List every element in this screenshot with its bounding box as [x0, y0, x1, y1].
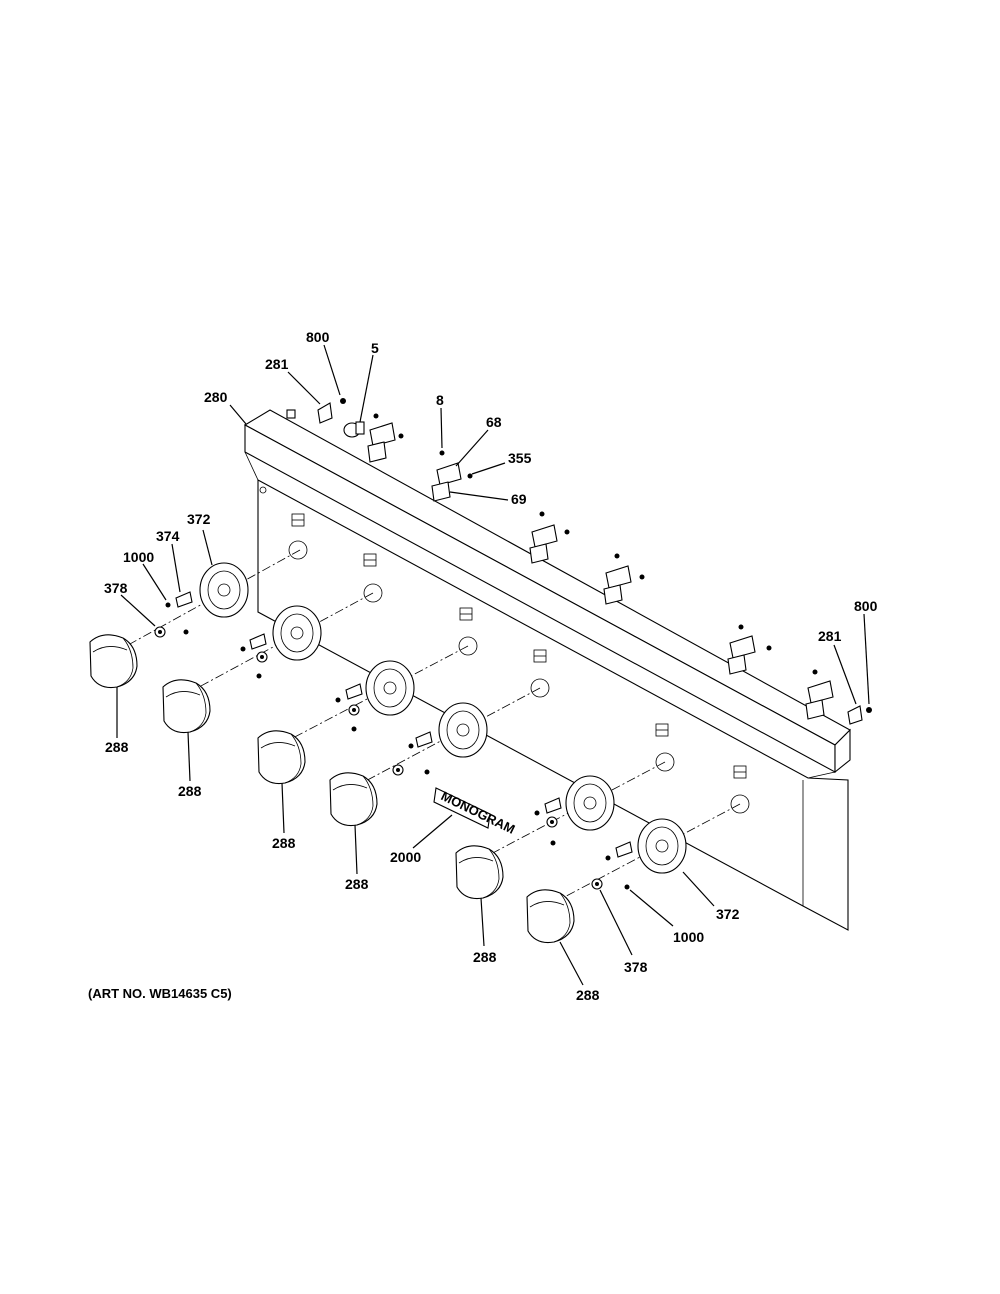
callouts: 800 5 281 280 8 68 355 69 372 374 1000 3… — [104, 329, 878, 1003]
callout-355: 355 — [508, 450, 532, 466]
callout-378-left: 378 — [104, 580, 128, 596]
badge-text: MONOGRAM — [439, 788, 518, 837]
screws-1000 — [165, 602, 630, 890]
callout-8: 8 — [436, 392, 444, 408]
callout-68: 68 — [486, 414, 502, 430]
control-panel-280 — [243, 409, 851, 931]
callout-69: 69 — [511, 491, 527, 507]
callout-374: 374 — [156, 528, 180, 544]
callout-5: 5 — [371, 340, 379, 356]
callout-288-6: 288 — [576, 987, 600, 1003]
callout-1000-left: 1000 — [123, 549, 154, 565]
callout-288-4: 288 — [345, 876, 369, 892]
callout-281-right: 281 — [818, 628, 842, 644]
callout-372-left: 372 — [187, 511, 211, 527]
nuts-378 — [154, 626, 603, 890]
callout-2000: 2000 — [390, 849, 421, 865]
callout-378-right: 378 — [624, 959, 648, 975]
callout-1000-right: 1000 — [673, 929, 704, 945]
leader-lines — [116, 344, 870, 986]
callout-288-3: 288 — [272, 835, 296, 851]
knobs-288 — [89, 634, 575, 944]
clips-374 — [175, 591, 633, 858]
callout-288-5: 288 — [473, 949, 497, 965]
callout-281-top: 281 — [265, 356, 289, 372]
art-number-caption: (ART NO. WB14635 C5) — [88, 986, 232, 1001]
monogram-badge-2000: MONOGRAM — [433, 787, 518, 837]
callout-800-top: 800 — [306, 329, 330, 345]
panel-cutouts — [288, 513, 750, 814]
callout-288-2: 288 — [178, 783, 202, 799]
bezels-372 — [199, 562, 687, 874]
callout-800-right: 800 — [854, 598, 878, 614]
callout-372-right: 372 — [716, 906, 740, 922]
switch-brackets — [317, 398, 872, 725]
callout-288-1: 288 — [105, 739, 129, 755]
callout-280: 280 — [204, 389, 228, 405]
